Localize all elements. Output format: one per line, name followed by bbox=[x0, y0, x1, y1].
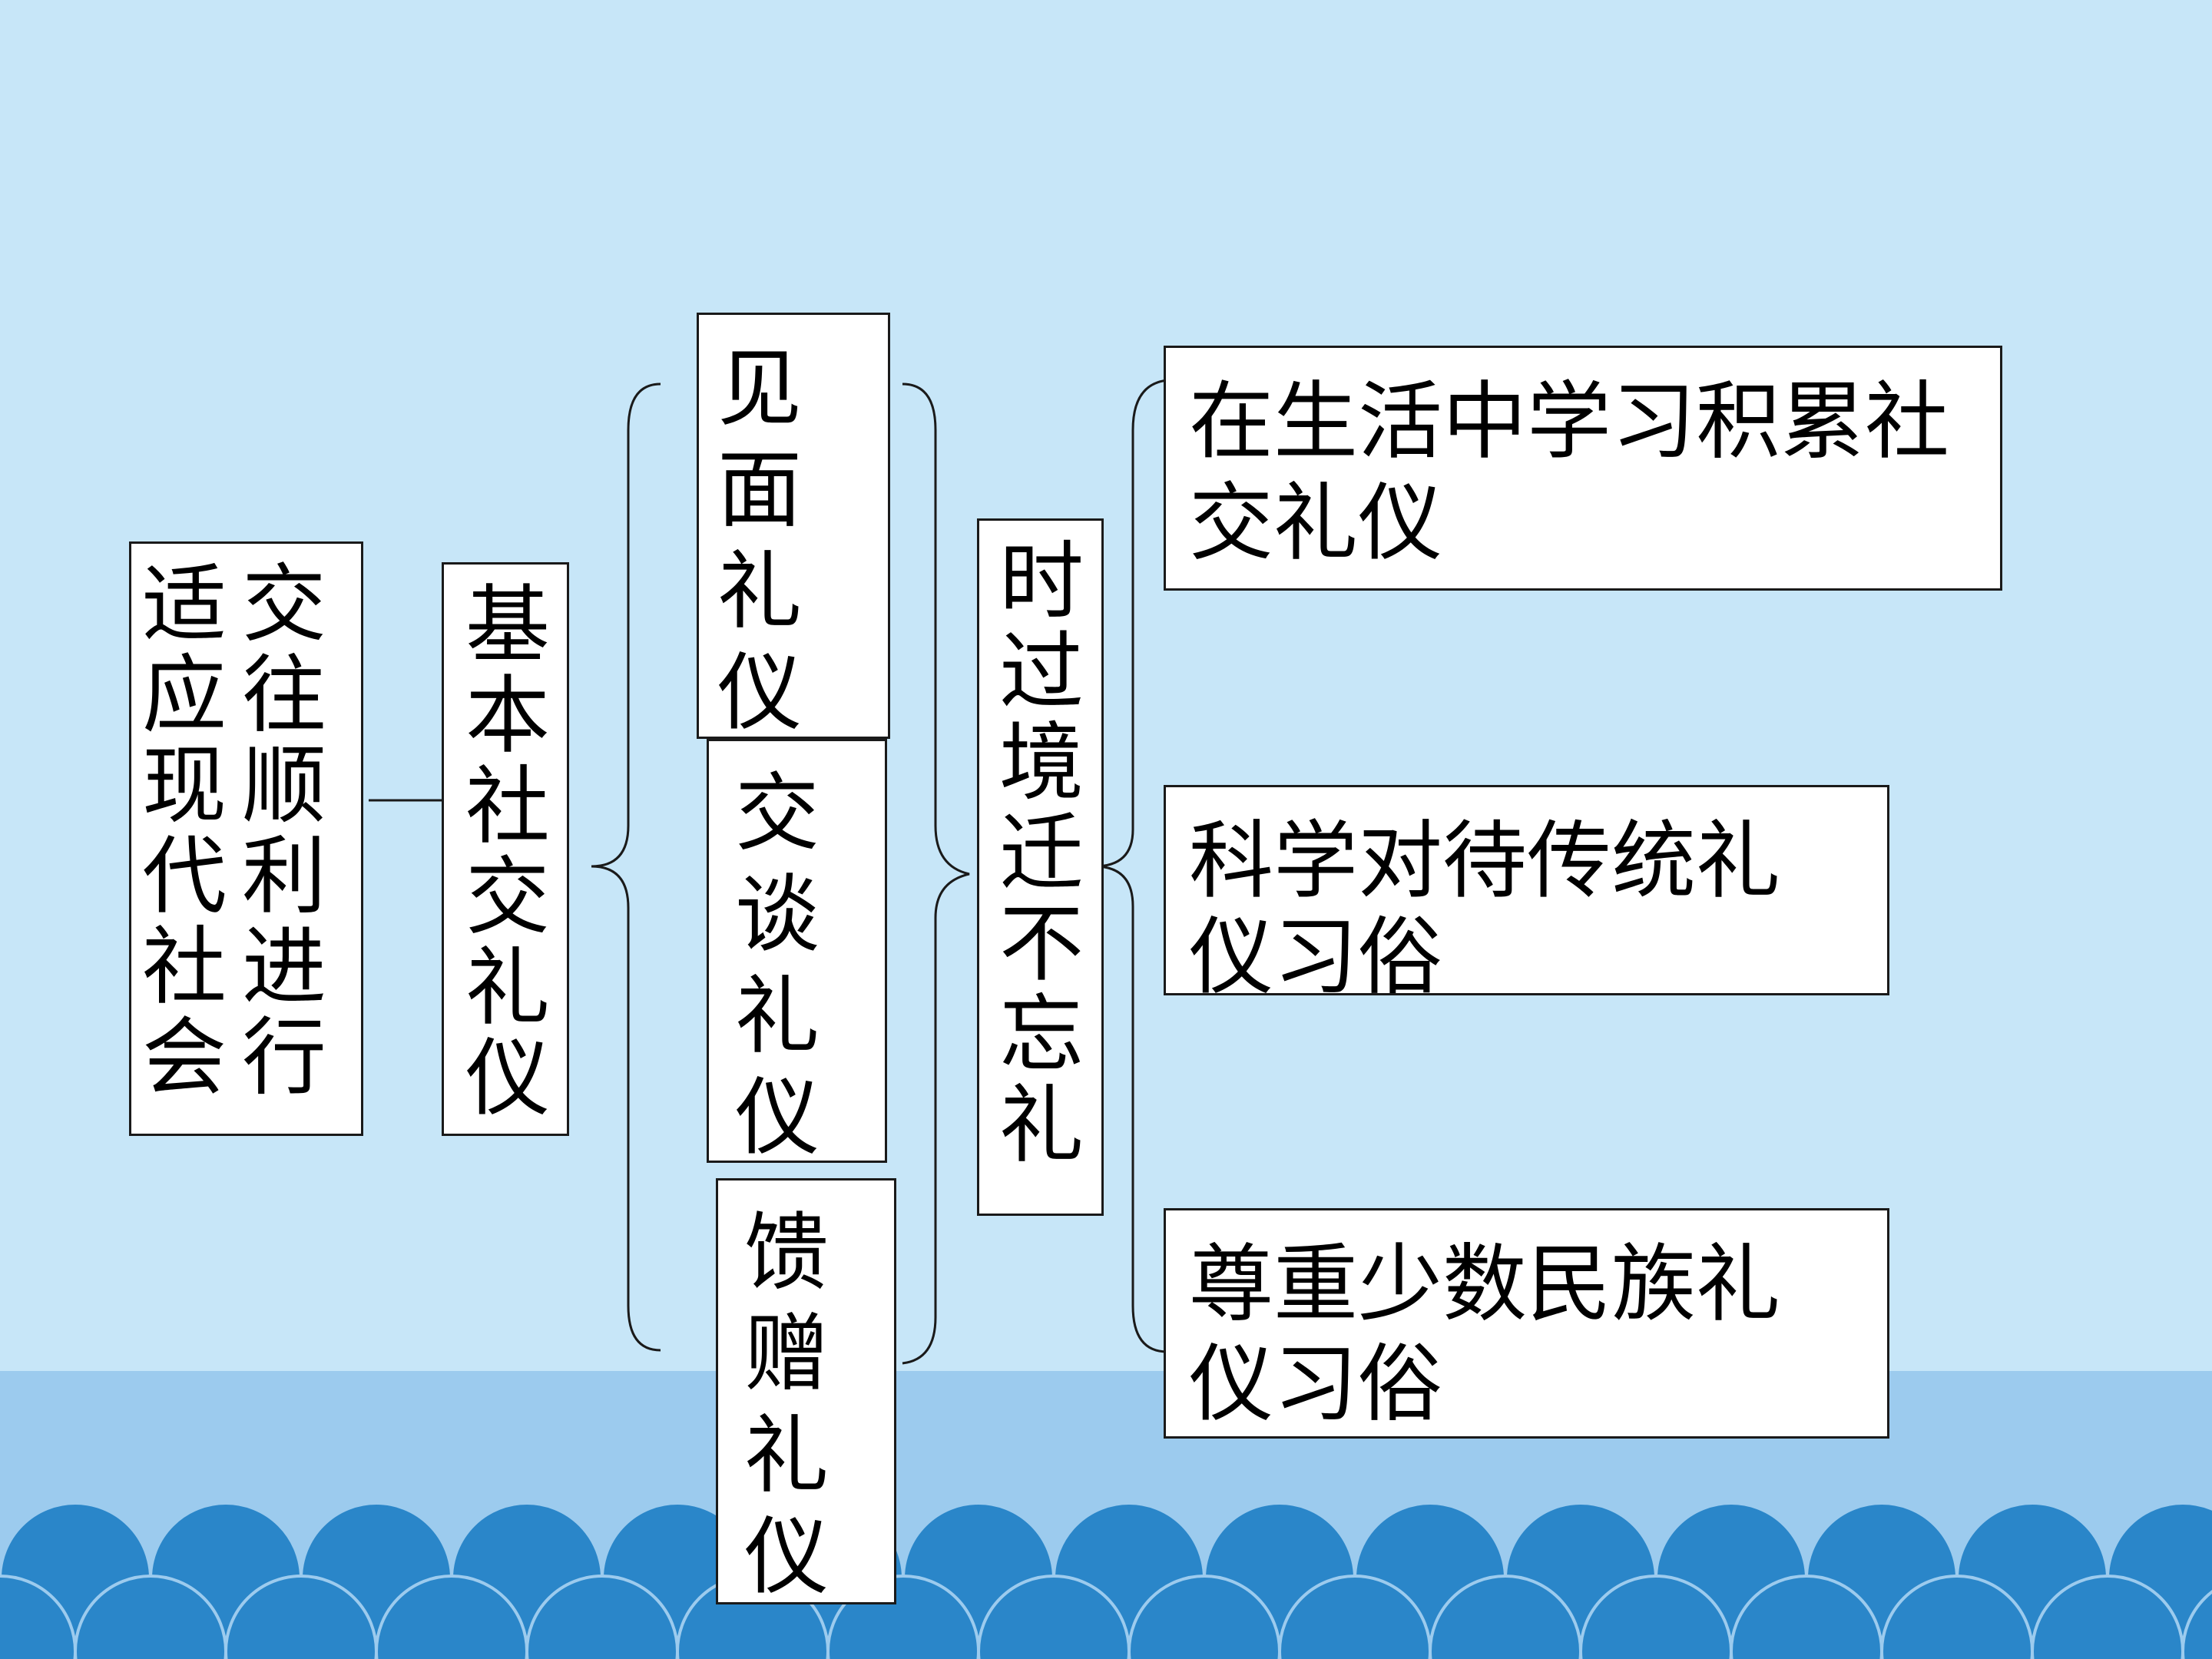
learn-etiquette-line2: 交礼仪 bbox=[1189, 474, 1442, 572]
root-node-line2: 适应现代社会 bbox=[142, 555, 227, 1107]
gift-etiquette-node: 馈赠礼仪 bbox=[716, 1178, 896, 1606]
wave-scallop bbox=[2181, 1590, 2212, 1659]
basic-etiquette-node: 基本社交礼仪 bbox=[442, 562, 569, 1136]
level4-brace bbox=[1094, 379, 1168, 1353]
minority-etiquette-line2: 仪习俗 bbox=[1189, 1335, 1442, 1433]
conversation-etiquette-node: 交谈礼仪 bbox=[707, 739, 887, 1167]
right-brace bbox=[902, 382, 970, 1365]
gift-etiquette-label: 馈赠礼仪 bbox=[744, 1204, 829, 1606]
tradition-etiquette-line1: 科学对待传统礼 bbox=[1189, 812, 1780, 910]
basic-etiquette-label: 基本社交礼仪 bbox=[465, 576, 550, 1128]
tradition-etiquette-line2: 仪习俗 bbox=[1189, 908, 1442, 1006]
timeless-etiquette-label: 时过境迁不忘礼 bbox=[999, 532, 1084, 1174]
minority-etiquette-line1: 尊重少数民族礼 bbox=[1189, 1235, 1780, 1333]
learn-etiquette-line1: 在生活中学习积累社 bbox=[1189, 373, 1949, 471]
timeless-etiquette-node: 时过境迁不忘礼 bbox=[977, 518, 1104, 1216]
wave-pattern bbox=[0, 1502, 2212, 1659]
conversation-etiquette-label: 交谈礼仪 bbox=[735, 764, 820, 1167]
root-node-line1: 交往顺利进行 bbox=[242, 555, 326, 1107]
left-brace bbox=[591, 382, 661, 1352]
minority-etiquette-node: 尊重少数民族礼 仪习俗 bbox=[1164, 1208, 1889, 1439]
tradition-etiquette-node: 科学对待传统礼 仪习俗 bbox=[1164, 785, 1889, 1006]
root-node: 适应现代社会 交往顺利进行 bbox=[129, 541, 363, 1136]
learn-etiquette-node: 在生活中学习积累社 交礼仪 bbox=[1164, 346, 2002, 591]
meeting-etiquette-node: 见面礼仪 bbox=[697, 313, 890, 742]
meeting-etiquette-label: 见面礼仪 bbox=[717, 339, 802, 742]
